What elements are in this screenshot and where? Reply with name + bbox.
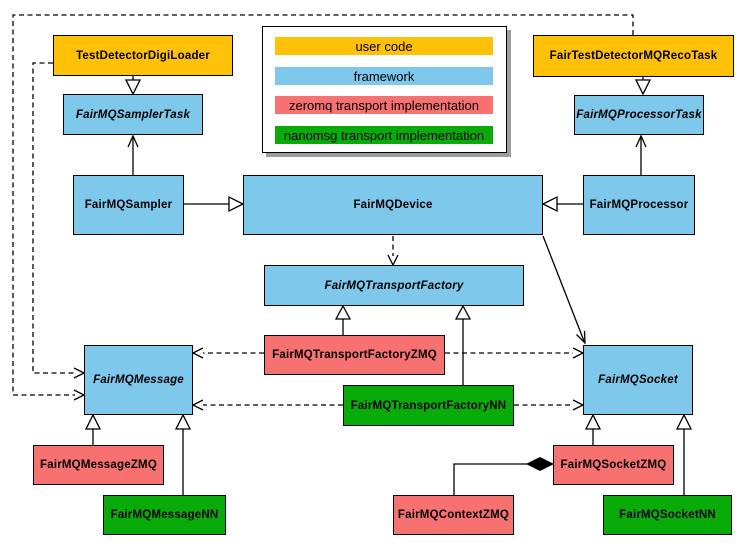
node-fairmq-transport-factory-zmq: FairMQTransportFactoryZMQ [264, 335, 445, 375]
edge-contextzmq-socketzmq-composition [453, 456, 555, 495]
node-test-detector-digi-loader: TestDetectorDigiLoader [53, 35, 233, 76]
edge-recotask-processortask-inheritance [634, 77, 652, 96]
legend-item-framework: framework [275, 67, 493, 85]
node-fairmq-transport-factory-nn: FairMQTransportFactoryNN [343, 385, 514, 426]
edge-processor-processortask-association [635, 134, 647, 175]
edge-sampler-device-inheritance [184, 195, 245, 213]
edge-tfzmq-socket-dependency [445, 347, 585, 359]
edge-messagezmq-message-inheritance [84, 413, 102, 445]
edge-socketnn-socket-inheritance [675, 413, 693, 495]
node-fairmq-processor-task: FairMQProcessorTask [574, 95, 704, 135]
node-fair-test-detector-mq-reco-task: FairTestDetectorMQRecoTask [533, 35, 734, 77]
node-fairmq-sampler-task: FairMQSamplerTask [63, 94, 203, 135]
legend-item-nanomsg: nanomsg transport implementation [275, 126, 493, 144]
node-fairmq-sampler: FairMQSampler [73, 175, 184, 235]
edge-tfnn-message-dependency [191, 399, 343, 411]
node-fairmq-socket-nn: FairMQSocketNN [603, 495, 732, 535]
legend: user code framework zeromq transport imp… [262, 26, 507, 153]
node-fairmq-message: FairMQMessage [84, 345, 193, 415]
node-fairmq-transport-factory: FairMQTransportFactory [264, 265, 524, 306]
edge-tfzmq-transportfactory-inheritance [334, 304, 352, 335]
node-fairmq-socket: FairMQSocket [583, 345, 693, 415]
edge-tfnn-transportfactory-inheritance [454, 304, 472, 385]
node-fairmq-device: FairMQDevice [243, 175, 543, 235]
node-fairmq-context-zmq: FairMQContextZMQ [393, 495, 514, 535]
edge-messagenn-message-inheritance [174, 413, 192, 495]
legend-item-user-code: user code [275, 37, 493, 55]
edge-device-socket-association [542, 235, 586, 345]
edge-socketzmq-socket-inheritance [584, 413, 602, 445]
legend-item-zeromq: zeromq transport implementation [275, 96, 493, 114]
node-fairmq-message-zmq: FairMQMessageZMQ [33, 445, 164, 485]
edge-tfzmq-message-dependency [191, 347, 264, 359]
node-fairmq-message-nn: FairMQMessageNN [103, 495, 226, 535]
node-fairmq-processor: FairMQProcessor [583, 175, 695, 235]
node-fairmq-socket-zmq: FairMQSocketZMQ [553, 445, 674, 485]
edge-processor-device-inheritance [541, 195, 583, 213]
edge-tfnn-socket-dependency [514, 399, 585, 411]
edge-device-transportfactory-dependency [387, 236, 399, 267]
edge-digiloader-samplertask-inheritance [124, 76, 142, 96]
edge-sampler-samplertask-association [127, 134, 139, 175]
